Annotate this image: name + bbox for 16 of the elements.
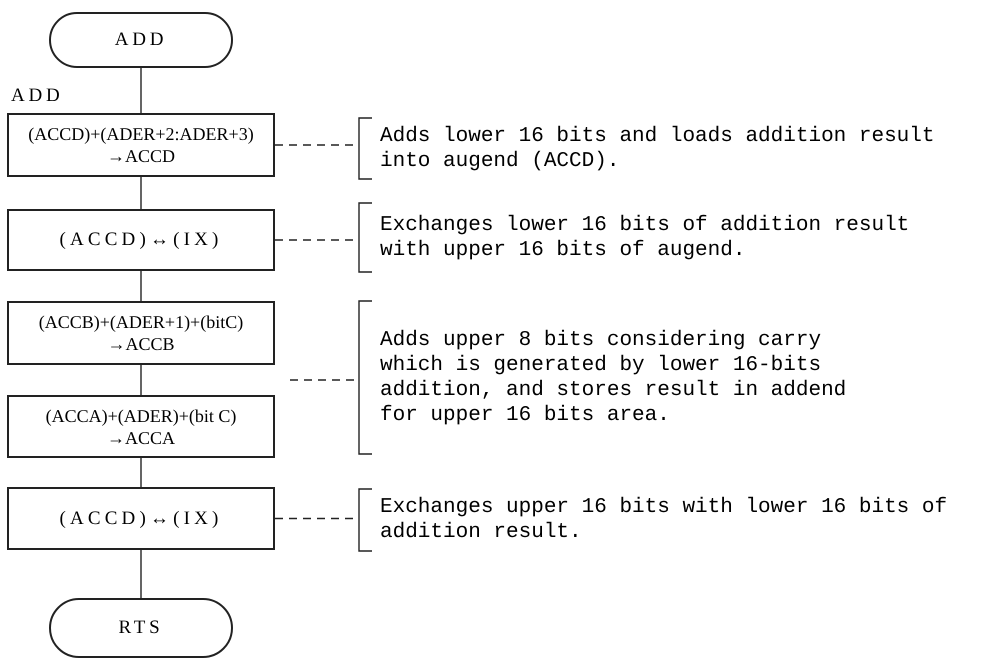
- process-box: (ACCD)+(ADER+2:ADER+3) →ACCD: [7, 113, 275, 177]
- connector-line: [140, 458, 142, 487]
- connector-line: [140, 550, 142, 598]
- entry-label: ADD: [11, 86, 64, 105]
- comment-annotation: Exchanges upper 16 bits with lower 16 bits of addition result.: [358, 488, 988, 552]
- process-box: (ACCD)↔(IX): [7, 487, 275, 550]
- comment-annotation: Adds upper 8 bits considering carry which is generated by lower 16-bits addition, and stores result in addend for upper 16 bits area.: [358, 300, 988, 455]
- comment-annotation: Adds lower 16 bits and loads addition result into augend (ACCD).: [358, 117, 988, 180]
- comment-annotation: Exchanges lower 16 bits of addition result with upper 16 bits of augend.: [358, 202, 988, 273]
- connector-line: [140, 365, 142, 395]
- process-box: (ACCB)+(ADER+1)+(bitC) →ACCB: [7, 301, 275, 365]
- connector-line: [140, 271, 142, 301]
- connector-line: [140, 68, 142, 113]
- process-box: (ACCA)+(ADER)+(bit C) →ACCA: [7, 395, 275, 458]
- connector-line: [140, 177, 142, 209]
- process-box: (ACCD)↔(IX): [7, 209, 275, 271]
